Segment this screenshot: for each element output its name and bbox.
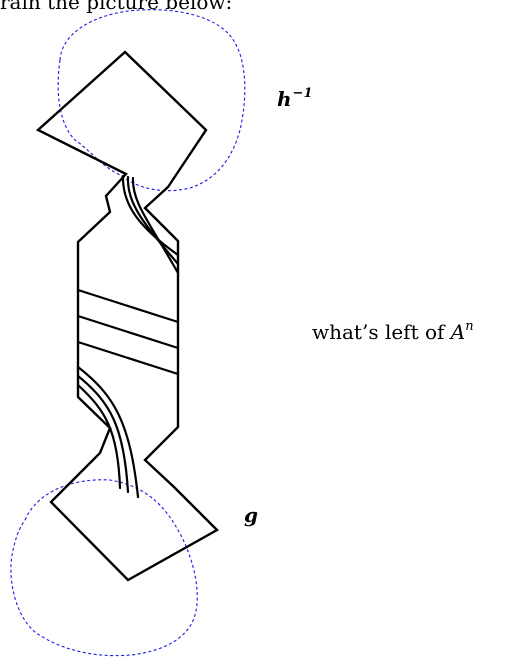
remainder-exponent: n <box>465 319 474 334</box>
bottom-strand-3 <box>76 365 140 499</box>
bottom-dashed-region <box>10 479 198 657</box>
bottom-strand-1 <box>76 383 122 490</box>
band-strand-1 <box>76 288 180 324</box>
top-generator-base: h <box>277 87 292 111</box>
top-strand-3 <box>131 176 180 275</box>
top-dashed-region <box>57 9 246 192</box>
top-strand-1 <box>121 174 180 257</box>
caption-text: rain the picture below: <box>0 0 233 14</box>
bottom-generator-label: g <box>244 503 258 527</box>
top-generator-exponent: −1 <box>292 86 313 101</box>
surface-outline <box>35 50 219 582</box>
top-strand-2 <box>126 175 180 266</box>
band-strand-3 <box>76 340 180 376</box>
remainder-symbol: A <box>450 320 466 344</box>
bottom-strand-2 <box>76 374 130 494</box>
remainder-label: what’s left of An <box>312 319 474 344</box>
band-strand-2 <box>76 314 180 350</box>
remainder-text: what’s left of <box>312 320 445 344</box>
top-generator-label: h−1 <box>277 86 313 111</box>
